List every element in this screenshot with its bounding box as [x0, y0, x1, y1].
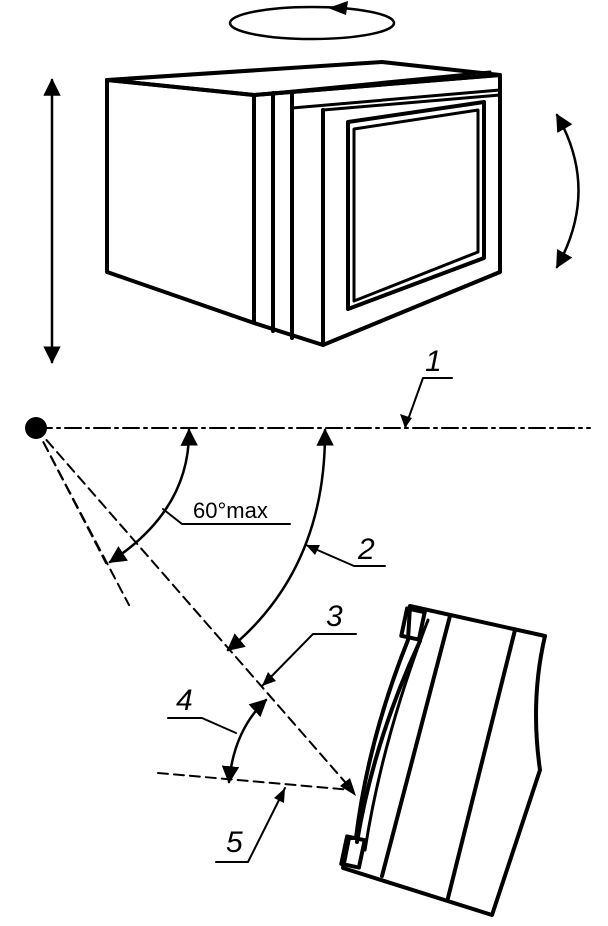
callout-3-label: 3: [326, 600, 343, 633]
housing-line: [446, 628, 517, 900]
callout-3-arrowhead: [262, 672, 276, 686]
angle-4-arc: [221, 698, 268, 784]
screen-curve-front: [355, 639, 422, 844]
bezel-edge-line: [290, 88, 502, 110]
callout-4-label: 4: [176, 684, 193, 717]
bezel-edge-line: [321, 93, 502, 112]
monitor-side-face: [105, 78, 256, 325]
monitor-front-bezel: [252, 73, 502, 347]
monitor-screen-inner: [352, 108, 480, 303]
housing-line: [380, 614, 452, 878]
screen-curve-inner: [363, 618, 430, 852]
angle-60-max-label: 60°max: [193, 498, 268, 523]
callout-3-leader: [261, 633, 357, 687]
swivel-arrow-icon: [328, 1, 348, 15]
callout-5-arrowhead: [274, 788, 285, 803]
angle-60-arc: [108, 428, 198, 564]
callout-2-leader: [305, 544, 386, 567]
monitor-top-view-outline: [341, 604, 547, 917]
line-of-sight-arrowhead: [340, 778, 356, 796]
bezel-edge-line: [271, 70, 492, 95]
sight-line-short-2: [35, 427, 107, 564]
screen-normal-line: [157, 772, 353, 791]
callout-4-leader: [167, 717, 237, 734]
callout-1-label: 1: [425, 345, 442, 378]
bezel-tab-bottom: [339, 834, 367, 870]
monitor-screen-outer: [346, 100, 486, 311]
callout-2-arc: [226, 428, 334, 652]
callout-5-label: 5: [226, 826, 243, 859]
callout-5-leader: [215, 787, 286, 863]
monitor: [105, 60, 502, 347]
callout-1-leader: [404, 377, 453, 429]
tilt-arrow-icon: [555, 113, 580, 269]
callout-2-label: 2: [357, 533, 375, 566]
line-of-sight: [35, 427, 353, 791]
callout-2-arrowhead: [306, 545, 320, 555]
callout-1-arrowhead: [400, 414, 412, 428]
bezel-tab-top: [399, 606, 427, 642]
monitor-top-view: [339, 604, 547, 917]
swivel-rotation-ellipse: [228, 5, 396, 41]
